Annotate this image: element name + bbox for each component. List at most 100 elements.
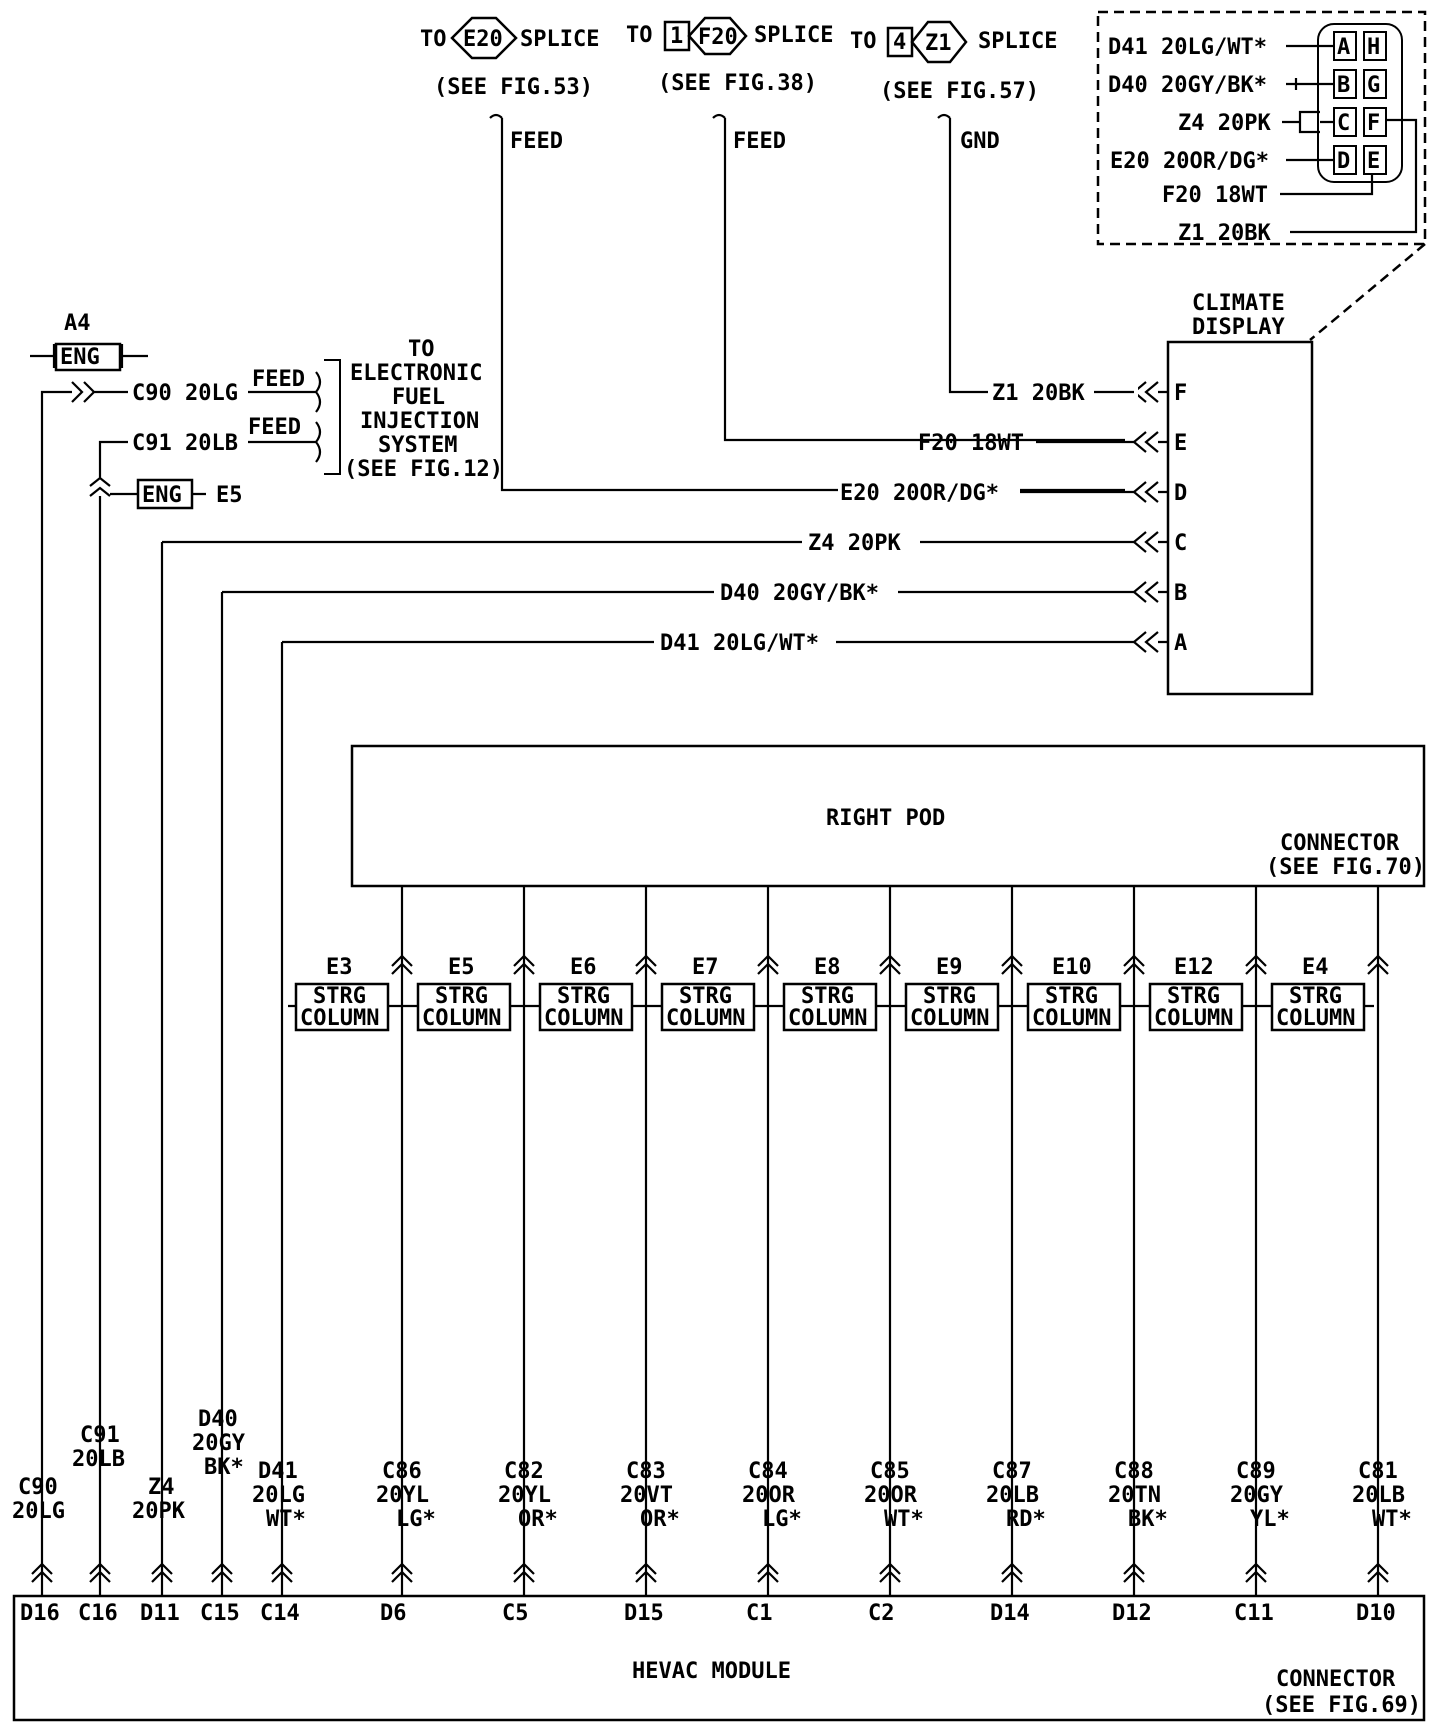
wire-label-z4: Z4 20PK [808, 531, 901, 556]
splice-z1-ref: TO 4 Z1 SPLICE (SEE FIG.57) GND [850, 20, 1057, 394]
hevac-connector-ref: (SEE FIG.69) [1262, 1693, 1421, 1718]
wire-label-group: D40 20GY BK* [192, 1407, 246, 1480]
efi-line: FUEL [392, 385, 445, 410]
splice-diamond-icon [687, 16, 748, 56]
hevac-pin: D15 [624, 1601, 664, 1626]
strg-line2: COLUMN [300, 1006, 379, 1031]
climate-pin: A [1174, 631, 1187, 656]
hevac-pin: D16 [20, 1601, 60, 1626]
hevac-pin: D11 [140, 1601, 180, 1626]
connector-chevron-icon [1123, 1560, 1145, 1596]
feed-label: FEED [248, 415, 301, 440]
hevac-pin: D14 [990, 1601, 1030, 1626]
strg-line2: COLUMN [1276, 1006, 1355, 1031]
wire-label-d40: D40 20GY/BK* [720, 581, 879, 606]
inset-connector-body [1317, 23, 1403, 183]
splice-label: SPLICE [978, 29, 1057, 54]
climate-pin: B [1174, 581, 1187, 606]
inset-pin-label: H [1367, 35, 1380, 60]
inset-pin-label: D [1337, 149, 1350, 174]
splice-label: SPLICE [754, 23, 833, 48]
strg-column: E10 STRG COLUMN [1026, 955, 1122, 1032]
eng-label: ENG [142, 483, 182, 508]
wire-gauge: 20LB [986, 1483, 1039, 1508]
wire-circuit: C85 [870, 1459, 910, 1484]
wire-gauge: 20PK [132, 1499, 186, 1524]
hevac-pin: D6 [380, 1601, 407, 1626]
splice-e20-ref: TO E20 SPLICE (SEE FIG.53) FEED [420, 16, 1125, 492]
inset-wire [1282, 110, 1334, 134]
strg-column: E9 STRG COLUMN [904, 955, 1000, 1032]
strg-line2: COLUMN [788, 1006, 867, 1031]
inset-pins: A H B G C F D E [1333, 31, 1387, 175]
connector-chevron-icon [1245, 1560, 1267, 1596]
bottom-wire-labels: C90 20LG C91 20LB Z4 20PK D40 20GY BK* D… [12, 1407, 306, 1532]
strg-column-chain: E3 STRG COLUMN E5 STRG COLUMN E6 STRG CO… [288, 955, 1374, 1032]
strg-line1: STRG [679, 984, 732, 1009]
strg-id: E8 [814, 955, 841, 980]
connector-chevron-icon [1001, 1560, 1023, 1596]
wire-gauge: 20OR [742, 1483, 796, 1508]
bottom-wire-labels-right: C8620YLLG*C8220YLOR*C8320VTOR*C8420ORLG*… [376, 1459, 1412, 1532]
strg-id: E9 [936, 955, 963, 980]
climate-display-title: CLIMATE [1192, 291, 1285, 316]
wire-circuit: C89 [1236, 1459, 1276, 1484]
wire-gauge: 20GY [192, 1431, 246, 1456]
c91-label: C91 20LB [132, 431, 238, 456]
wire-circuit: C91 [80, 1423, 120, 1448]
connector-chevron-icon [89, 1560, 111, 1596]
strg-line2: COLUMN [544, 1006, 623, 1031]
strg-column: E3 STRG COLUMN [294, 955, 390, 1032]
right-pod-connector-ref: (SEE FIG.70) [1266, 855, 1425, 880]
strg-id: E7 [692, 955, 719, 980]
hevac-title: HEVAC MODULE [632, 1659, 791, 1684]
splice-id: E20 [463, 27, 503, 52]
eng-label: ENG [60, 345, 100, 370]
right-pod-wires [391, 886, 1389, 1560]
connector-chevron-icon [757, 954, 779, 975]
wire-circuit: C90 [18, 1475, 58, 1500]
wire-gauge: 20LB [72, 1447, 125, 1472]
strg-line1: STRG [923, 984, 976, 1009]
strg-id: E4 [1302, 955, 1329, 980]
inset-wire-label: E20 20OR/DG* [1110, 149, 1269, 174]
inset-wire-label: Z1 20BK [1178, 221, 1271, 246]
wire-color: BK* [1128, 1507, 1168, 1532]
splice-to-label: TO [420, 27, 447, 52]
connector-chevron-icon [151, 1560, 173, 1596]
connector-chevron-icon [271, 1560, 293, 1596]
wire-label-group: C90 20LG [12, 1475, 65, 1524]
a4-label: A4 [64, 311, 91, 336]
strg-id: E3 [326, 955, 353, 980]
hevac-connector: CONNECTOR [1276, 1667, 1396, 1692]
wire-color: OR* [518, 1507, 558, 1532]
hevac-pin: C2 [868, 1601, 895, 1626]
eng-a4: A4 ENG [30, 311, 148, 372]
connector-chevron-icon [513, 1560, 535, 1596]
wire-label-group: C91 20LB [72, 1423, 125, 1472]
inset-wire [1280, 174, 1374, 196]
strg-line2: COLUMN [666, 1006, 745, 1031]
connector-chevron-icon [635, 1560, 657, 1596]
wire-color: LG* [762, 1507, 802, 1532]
strg-line1: STRG [557, 984, 610, 1009]
eng-box [136, 478, 194, 510]
wire-color: BK* [204, 1455, 244, 1480]
strg-column: E6 STRG COLUMN [538, 955, 634, 1032]
wire-circuit: C86 [382, 1459, 422, 1484]
climate-wires: Z1 20BK F20 18WT E20 20OR/DG* Z4 20PK D4… [162, 378, 1138, 656]
hevac-pin: D12 [1112, 1601, 1152, 1626]
strg-line1: STRG [1289, 984, 1342, 1009]
wire-label-group: D41 20LG WT* [252, 1459, 306, 1532]
right-pod-box [350, 744, 1426, 888]
wire-gauge: 20YL [376, 1483, 429, 1508]
inset-wire-label: F20 18WT [1162, 183, 1268, 208]
hevac-pin: C14 [260, 1601, 300, 1626]
connector-chevron-icon [1123, 954, 1145, 975]
